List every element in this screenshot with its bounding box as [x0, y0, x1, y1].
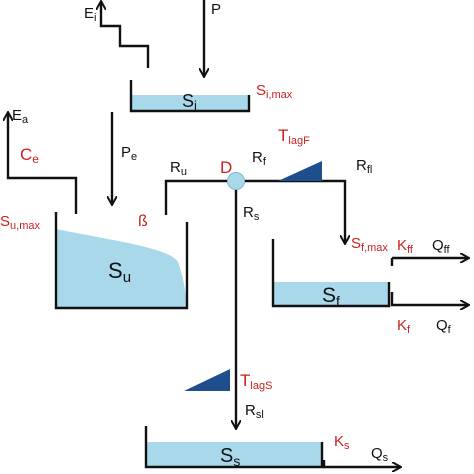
si-reservoir-outline [129, 80, 251, 113]
splitter-d-node [227, 172, 245, 190]
label-p: P [211, 1, 221, 18]
label-sf: Sf [322, 284, 340, 309]
lag-s-triangle [184, 369, 230, 391]
label-tlagf: TlagF [278, 126, 310, 147]
sf-reservoir-outline [271, 239, 391, 308]
label-si-max: Si,max [256, 82, 293, 101]
label-sf-max: Sf,max [351, 235, 388, 254]
label-rsl: Rsl [245, 402, 264, 421]
ea-flow-arrow [8, 113, 78, 214]
label-ea: Ea [12, 107, 29, 126]
qff-outflow-arrow [390, 258, 468, 266]
ss-water [146, 442, 322, 467]
label-rf: Rf [252, 149, 267, 168]
qf-outflow-arrow [390, 292, 468, 305]
ei-flow-arrow [101, 2, 150, 68]
sf-water [273, 282, 389, 306]
si-water [131, 95, 249, 111]
label-kf: Kf [397, 317, 411, 336]
label-su: Su [108, 258, 131, 286]
label-qff: Qff [432, 237, 451, 256]
label-ru: Ru [170, 159, 187, 178]
su-water [56, 229, 187, 308]
label-tlags: TlagS [240, 371, 272, 392]
label-rfl: Rfl [356, 157, 372, 176]
label-si: Si [182, 91, 197, 113]
label-ks: Ks [334, 433, 350, 452]
label-kff: Kff [397, 237, 414, 256]
label-pe: Pe [121, 144, 137, 163]
su-reservoir-outline [54, 212, 189, 310]
label-qs: Qs [371, 445, 389, 464]
label-ce: Ce [20, 145, 39, 166]
rf-flow-arrow [236, 179, 345, 243]
label-ei: Ei [84, 5, 96, 24]
ss-reservoir-outline [144, 426, 324, 469]
label-d: D [220, 158, 232, 177]
label-ss: Ss [220, 445, 240, 469]
label-su-max: Su,max [0, 213, 40, 232]
ru-flow-line [164, 179, 236, 215]
qs-outflow-arrow [322, 460, 400, 467]
label-rs: Rs [243, 204, 260, 223]
lag-f-triangle [278, 161, 322, 181]
label-qf: Qf [436, 317, 452, 336]
label-beta: ß [138, 213, 148, 230]
